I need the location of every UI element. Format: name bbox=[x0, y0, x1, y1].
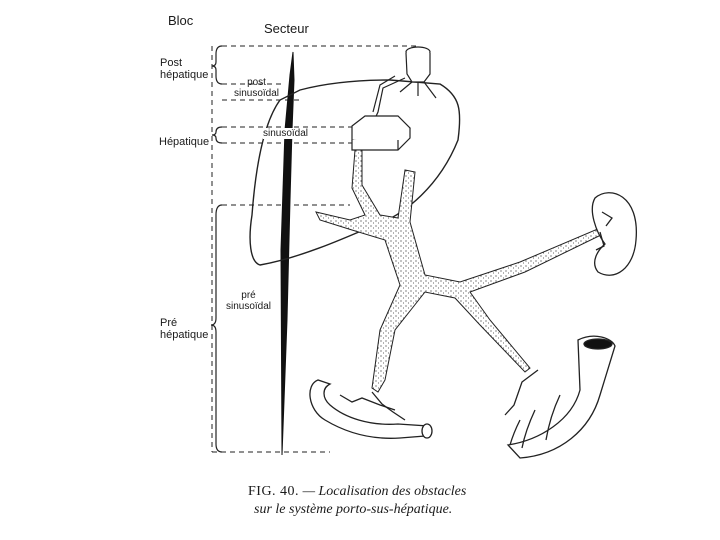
spleen bbox=[592, 193, 636, 275]
pre-sinusoidal-label: pré sinusoïdal bbox=[226, 290, 271, 312]
post-sinusoidal-label: post sinusoïdal bbox=[234, 77, 279, 99]
pre-hepatique-label: Pré hépatique bbox=[160, 317, 208, 341]
pre-sinusoidal-line2: sinusoïdal bbox=[226, 301, 271, 312]
hepatique-label: Hépatique bbox=[159, 136, 209, 148]
post-sinusoidal-line1: post bbox=[234, 77, 279, 88]
sector-spindle bbox=[281, 52, 294, 455]
hepatic-vein bbox=[372, 47, 436, 125]
figure-caption: FIG. 40. — Localisation des obstacles su… bbox=[248, 483, 548, 518]
post-hepatique-label: Post hépatique bbox=[160, 57, 208, 81]
post-hepatique-line2: hépatique bbox=[160, 69, 208, 81]
small-intestine bbox=[310, 380, 432, 438]
colon bbox=[505, 336, 615, 458]
caption-line1: Localisation des obstacles bbox=[319, 484, 467, 499]
secteur-header: Secteur bbox=[264, 22, 309, 36]
pre-hepatique-line1: Pré bbox=[160, 317, 208, 329]
caption-line2: sur le système porto-sus-hépatique. bbox=[248, 501, 548, 519]
post-hepatique-line1: Post bbox=[160, 57, 208, 69]
sinusoidal-block bbox=[352, 116, 410, 150]
caption-dash: — bbox=[303, 484, 315, 499]
bloc-header: Bloc bbox=[168, 14, 193, 28]
post-sinusoidal-line2: sinusoïdal bbox=[234, 88, 279, 99]
portal-vein bbox=[316, 150, 603, 392]
caption-fig-number: FIG. 40. bbox=[248, 484, 299, 499]
pre-sinusoidal-line1: pré bbox=[226, 290, 271, 301]
pre-hepatique-line2: hépatique bbox=[160, 329, 208, 341]
sinusoidal-label: sinusoïdal bbox=[263, 128, 308, 139]
bloc-braces bbox=[211, 46, 222, 452]
